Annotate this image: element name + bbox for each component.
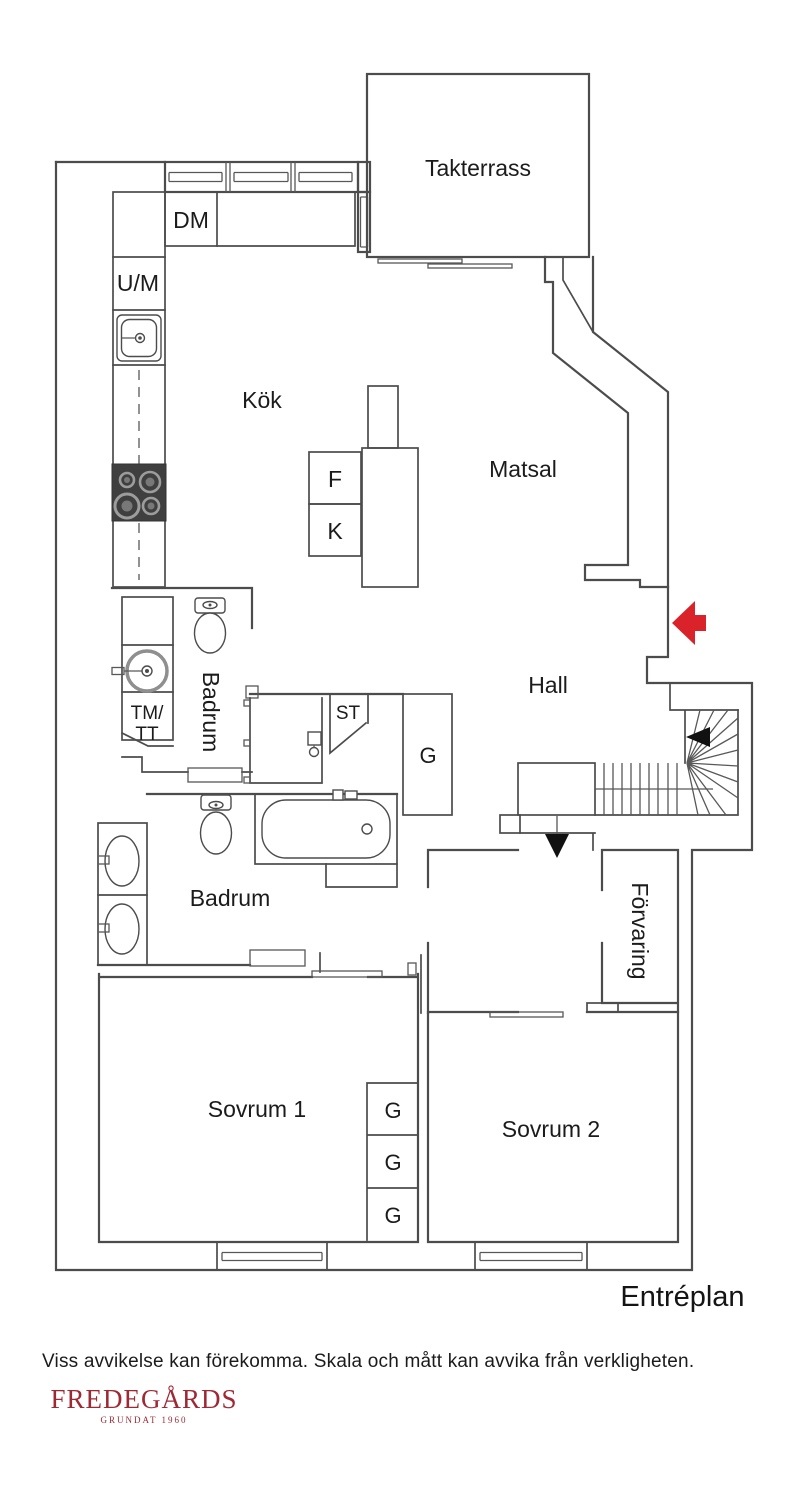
stove-symbol: [111, 463, 167, 522]
agency-logo-subtitle: GRUNDAT 1960: [100, 1415, 188, 1425]
agency-logo-name: FREDEGÅRDS: [50, 1384, 238, 1414]
room-takterrass: [365, 72, 595, 334]
label-wardrobe-hall: G: [419, 743, 436, 768]
bathtub-symbol: [254, 789, 398, 865]
disclaimer-text: Viss avvikelse kan förekomma. Skala och …: [42, 1351, 695, 1372]
label-fridge: F: [328, 466, 342, 492]
stairs-up-arrow: [686, 727, 710, 747]
entrance-arrow-icon: [672, 601, 706, 645]
label-wardrobe-1: G: [384, 1098, 401, 1123]
label-wardrobe-3: G: [384, 1203, 401, 1228]
label-forvaring: Förvaring: [627, 882, 653, 979]
window-sovrum1: [216, 1241, 328, 1271]
kitchen-sink-symbol: [116, 314, 162, 362]
room-badrum2: [96, 789, 399, 973]
stairs-down-arrow: [545, 834, 569, 858]
laundry-sink-symbol: [111, 649, 169, 693]
label-sovrum2: Sovrum 2: [502, 1116, 600, 1142]
agency-logo: FREDEGÅRDS GRUNDAT 1960: [40, 1384, 248, 1425]
label-badrum2: Badrum: [190, 885, 271, 911]
fridge-freezer-unit: [308, 385, 419, 588]
label-sovrum1: Sovrum 1: [208, 1096, 306, 1122]
room-badrum1: [110, 586, 254, 783]
kitchen-windows: [168, 162, 353, 192]
hall-walls: [407, 848, 520, 1015]
label-wardrobe-2: G: [384, 1150, 401, 1175]
vanity-sink-symbol-1: [97, 835, 140, 887]
label-takterrass: Takterrass: [425, 155, 531, 181]
stairs-symbol: [499, 682, 739, 858]
label-oven-micro: U/M: [117, 270, 159, 296]
label-kok: Kök: [242, 387, 282, 413]
label-badrum1: Badrum: [198, 672, 224, 753]
closet-g-hall: [402, 693, 453, 816]
label-hall: Hall: [528, 672, 568, 698]
label-washer: TM/: [131, 703, 164, 724]
matsal-wall: [543, 255, 670, 589]
toilet-symbol-2: [199, 794, 233, 855]
closet-g-column: [366, 1082, 419, 1241]
closet-st: [329, 693, 369, 755]
label-dryer: TT: [135, 724, 159, 745]
room-sovrum1: [97, 970, 420, 1271]
label-matsal: Matsal: [489, 456, 557, 482]
shower-fixture-symbol: [307, 731, 322, 758]
toilet-symbol-1: [193, 597, 227, 654]
room-sovrum2: [426, 1010, 680, 1271]
vanity-sink-symbol-2: [97, 903, 140, 955]
kitchen-counters: [111, 191, 356, 588]
shower-room: [243, 685, 405, 784]
label-st-closet: ST: [336, 703, 361, 724]
floor-title: Entréplan: [620, 1281, 745, 1313]
label-dishwasher: DM: [173, 207, 209, 233]
label-freezer: K: [327, 518, 343, 544]
window-sovrum2: [474, 1241, 588, 1271]
